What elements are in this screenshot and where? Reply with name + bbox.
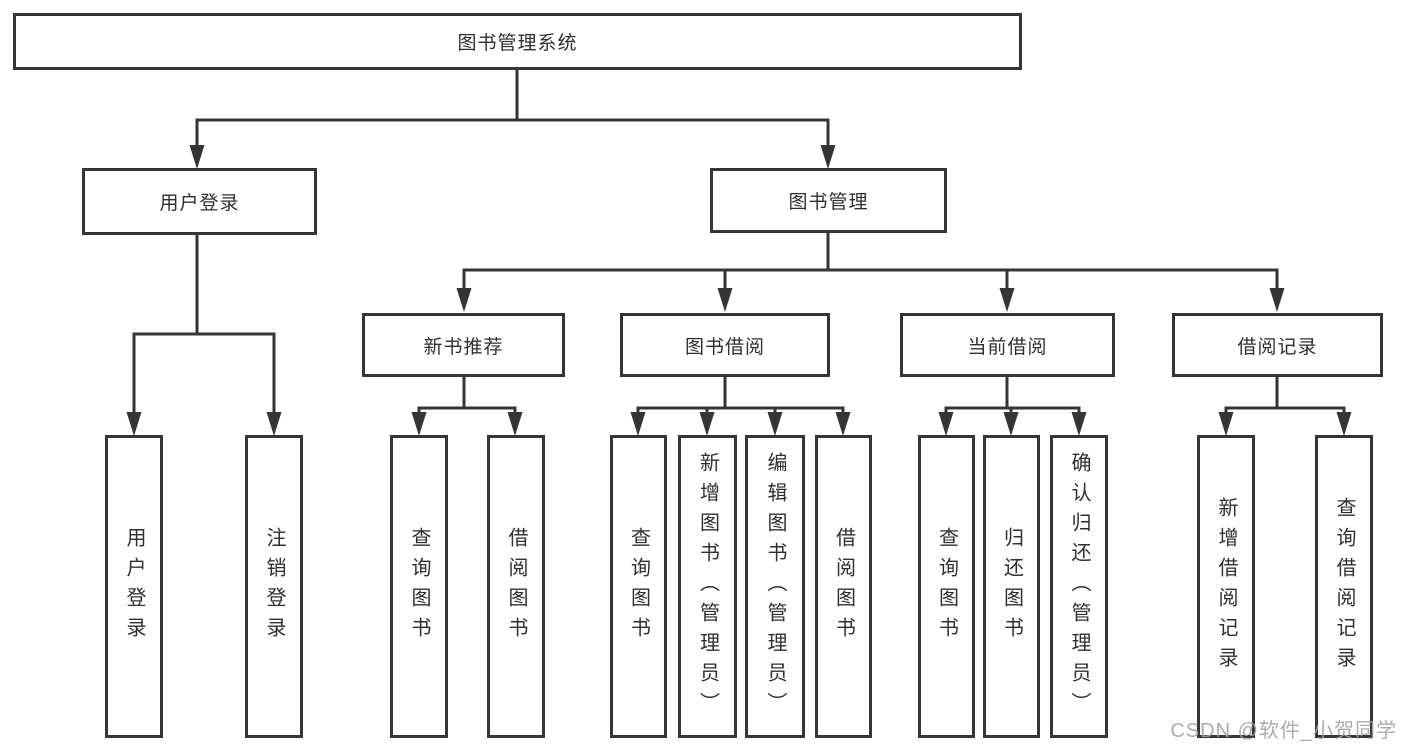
node-label: 用户登录 [159,193,240,214]
node-label: 新书推荐 [423,336,504,358]
node-label: 编辑图书（管理员） [764,451,786,722]
node-label: 图书借阅 [684,336,765,358]
node-new-book-recommendation: 新书推荐 [362,313,565,377]
node-user-login: 用户登录 [82,168,317,235]
node-book-management: 图书管理 [710,168,947,233]
node-label: 图书管理系统 [457,33,578,54]
node-label: 新增图书（管理员） [696,451,719,722]
node-label: 确认归还（管理员） [1068,451,1090,722]
leaf-confirm-return-admin: 确认归还（管理员） [1050,435,1108,738]
leaf-logout: 注销登录 [245,435,303,738]
leaf-query-books-borrow: 查询图书 [610,435,667,738]
node-label: 查询借阅记录 [1333,496,1355,677]
leaf-borrow-books: 借阅图书 [815,435,872,738]
node-label: 当前借阅 [967,336,1048,358]
node-borrowing-records: 借阅记录 [1172,313,1383,377]
node-library-management-system: 图书管理系统 [13,13,1022,70]
node-label: 借阅记录 [1237,336,1318,358]
node-label: 归还图书 [1000,526,1023,647]
node-label: 新增借阅记录 [1215,496,1237,677]
node-current-borrowing: 当前借阅 [900,313,1115,377]
node-label: 查询图书 [627,526,650,647]
csdn-watermark: CSDN @软件_小贺同学 [1170,720,1397,742]
leaf-add-borrow-record: 新增借阅记录 [1197,435,1255,738]
leaf-query-books-recommend: 查询图书 [390,435,448,738]
node-label: 借阅图书 [832,526,855,647]
node-label: 借阅图书 [505,526,527,647]
node-label: 查询图书 [935,526,958,647]
node-label: 用户登录 [123,526,145,647]
node-label: 注销登录 [263,526,285,647]
leaf-borrow-books-recommend: 借阅图书 [487,435,545,738]
node-label: 查询图书 [408,526,430,647]
node-book-borrowing: 图书借阅 [620,313,830,377]
leaf-query-books-current: 查询图书 [918,435,975,738]
leaf-add-books-admin: 新增图书（管理员） [678,435,737,738]
node-label: 图书管理 [788,192,869,213]
leaf-edit-books-admin: 编辑图书（管理员） [745,435,805,738]
leaf-return-books: 归还图书 [983,435,1040,738]
leaf-user-login: 用户登录 [105,435,163,738]
leaf-query-borrow-record: 查询借阅记录 [1315,435,1373,738]
